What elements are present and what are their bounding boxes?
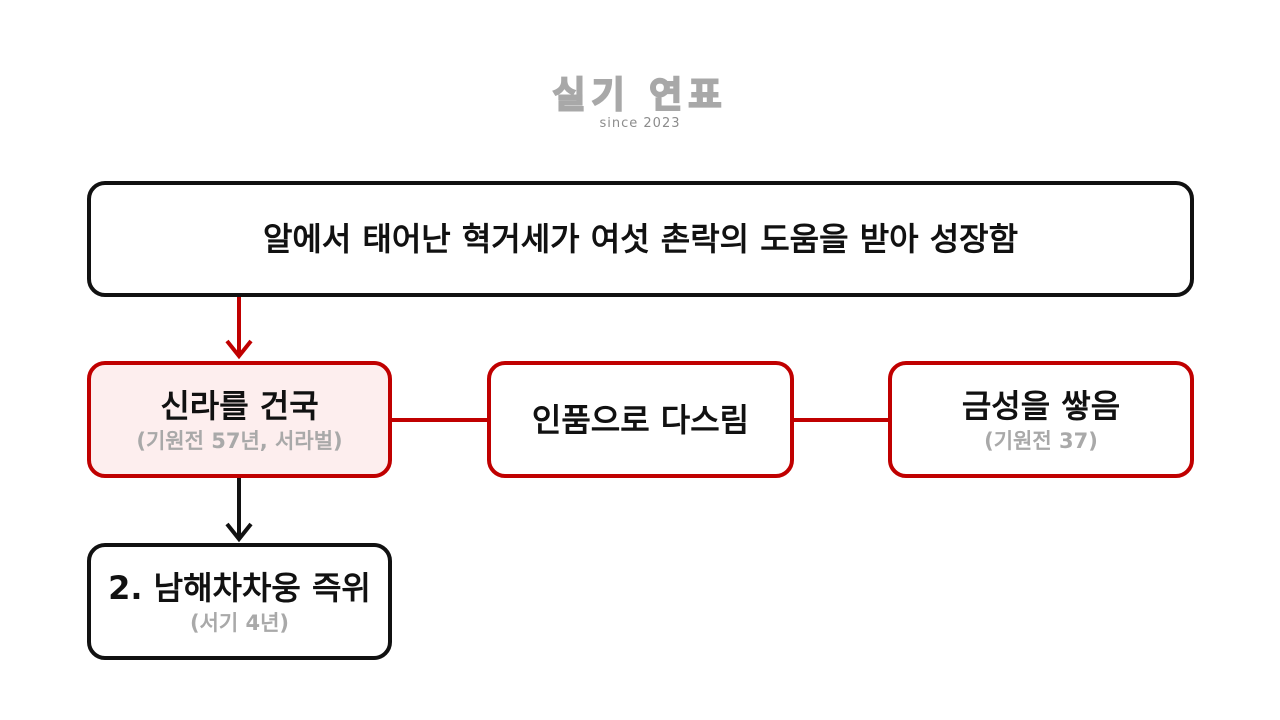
rule-title: 인품으로 다스림: [531, 400, 750, 439]
rule-box: 인품으로 다스림: [487, 361, 794, 478]
arrow-founding-to-successor-head: [225, 522, 253, 543]
successor-box: 2. 남해차차웅 즉위 (서기 4년): [87, 543, 392, 660]
castle-detail: (기원전 37): [984, 428, 1098, 453]
founding-title: 신라를 건국: [160, 386, 319, 425]
successor-detail: (서기 4년): [189, 610, 290, 635]
successor-title: 2. 남해차차웅 즉위: [108, 568, 371, 607]
logo-subtitle: since 2023: [599, 116, 681, 131]
castle-box: 금성을 쌓음 (기원전 37): [888, 361, 1194, 478]
founding-detail: (기원전 57년, 서라벌): [136, 428, 343, 453]
castle-title: 금성을 쌓음: [961, 386, 1121, 425]
arrow-top-to-founding-head: [225, 339, 253, 360]
top-event-text: 알에서 태어난 혁거세가 여섯 촌락의 도움을 받아 성장함: [262, 220, 1019, 258]
top-event-box: 알에서 태어난 혁거세가 여섯 촌락의 도움을 받아 성장함: [87, 181, 1194, 297]
founding-box: 신라를 건국 (기원전 57년, 서라벌): [87, 361, 392, 478]
logo: 실기 연표 since 2023: [540, 75, 740, 132]
logo-title: 실기 연표: [551, 75, 728, 117]
